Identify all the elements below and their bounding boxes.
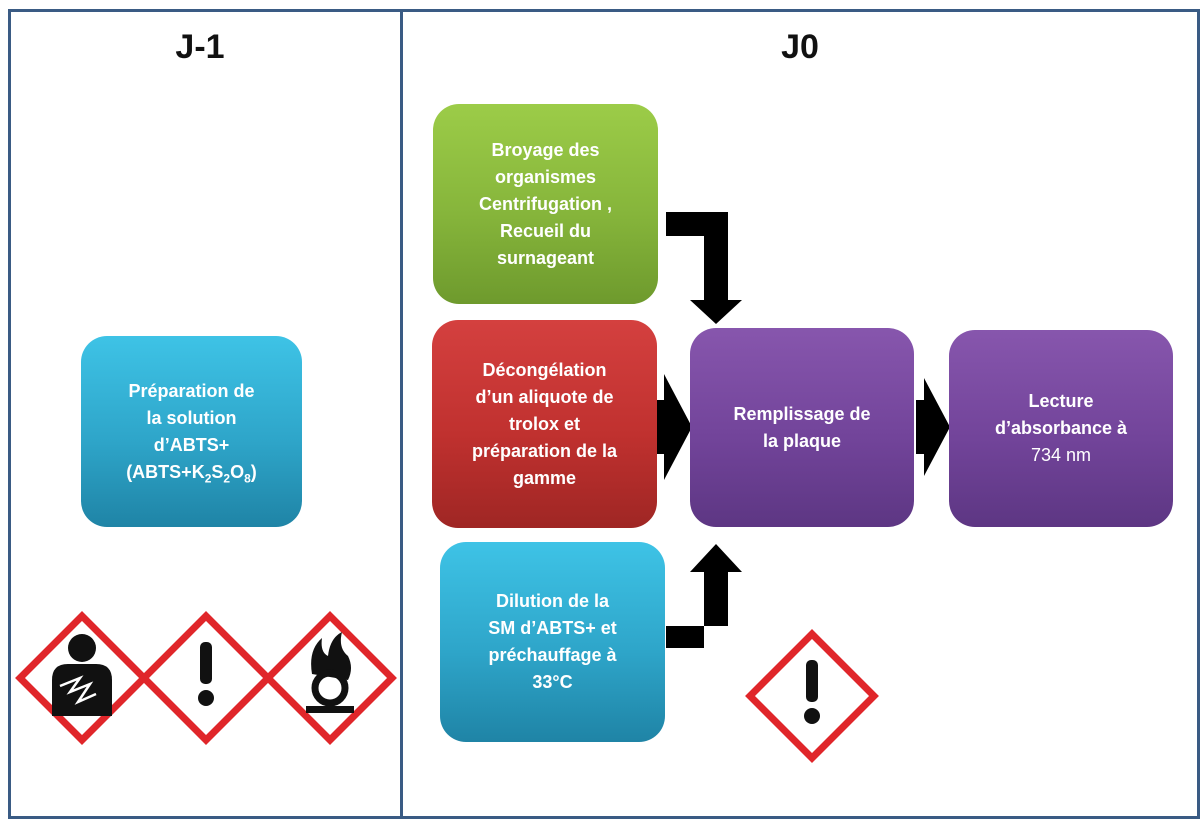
box-broyage: Broyage des organismes Centrifugation , … bbox=[433, 104, 658, 304]
box-text-line: Lecture bbox=[1028, 391, 1094, 411]
box-text-line: Décongélation bbox=[482, 359, 607, 380]
box-text-line: Préparation de bbox=[128, 380, 255, 401]
box-lecture: Lecture d’absorbance à 734 nm bbox=[949, 330, 1173, 527]
column-title-j0: J0 bbox=[781, 28, 819, 66]
box-text-line: Broyage des bbox=[491, 139, 600, 160]
box-text-line: la plaque bbox=[762, 430, 842, 451]
arrow-decongelation-to-remplissage bbox=[657, 374, 692, 480]
column-title-j-minus-1: J-1 bbox=[175, 28, 225, 66]
box-decongelation: Décongélation d’un aliquote de trolox et… bbox=[432, 320, 657, 528]
box-text-line: la solution bbox=[146, 407, 237, 428]
arrow-remplissage-to-lecture bbox=[916, 378, 950, 476]
box-text-line: trolox et bbox=[508, 413, 580, 434]
box-text-line: gamme bbox=[512, 467, 576, 488]
box-text-line: Centrifugation , bbox=[479, 193, 612, 214]
box-remplissage: Remplissage de la plaque bbox=[690, 328, 914, 527]
box-text-line: Remplissage de bbox=[733, 403, 871, 424]
box-text-line: surnageant bbox=[496, 247, 595, 268]
box-text-line: 33°C bbox=[532, 672, 573, 692]
box-text-line: Dilution de la bbox=[495, 591, 609, 611]
box-text-line: d’ABTS+ bbox=[153, 434, 230, 455]
box-preparation-solution: Préparation de la solution d’ABTS+ (ABTS… bbox=[81, 336, 302, 527]
box-text-line: organismes bbox=[494, 166, 597, 187]
box-text-line: préchauffage à bbox=[488, 645, 617, 665]
box-text-line: d’absorbance à bbox=[994, 418, 1128, 438]
box-dilution: Dilution de la SM d’ABTS+ et préchauffag… bbox=[440, 542, 665, 742]
formula-text: (ABTS+K2S2O8) bbox=[126, 461, 257, 486]
box-text-line: d’un aliquote de bbox=[475, 386, 614, 407]
box-text-line: préparation de la bbox=[471, 440, 618, 461]
box-text-line: SM d’ABTS+ et bbox=[488, 618, 617, 638]
box-text-line: Recueil du bbox=[499, 220, 592, 241]
arrow-dilution-to-remplissage bbox=[666, 544, 742, 648]
box-text-line: 734 nm bbox=[1030, 445, 1092, 465]
arrow-broyage-to-remplissage bbox=[666, 212, 742, 324]
